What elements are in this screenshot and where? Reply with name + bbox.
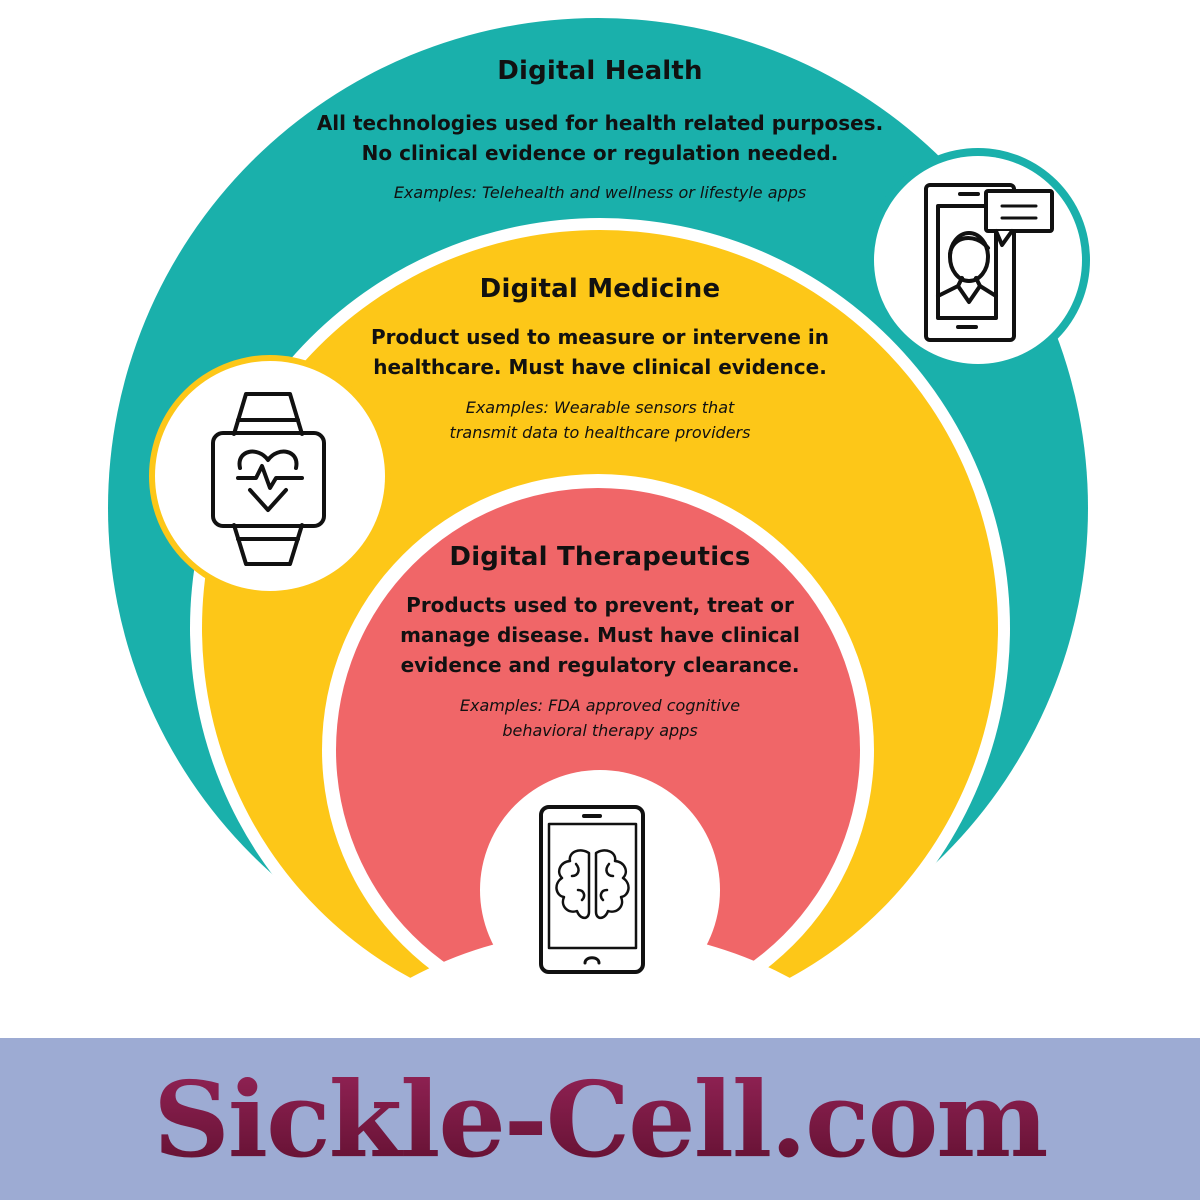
digital-health-description-line-2: No clinical evidence or regulation neede… [361, 141, 839, 165]
digital-medicine-examples-line-2: transmit data to healthcare providers [449, 423, 751, 442]
brand-logo-text: Sickle-Cell.com [153, 1057, 1048, 1181]
smartwatch-heartbeat-icon [211, 392, 326, 566]
digital-therapeutics-description-line-2: manage disease. Must have clinical [400, 623, 800, 647]
digital-therapeutics-circle [336, 488, 860, 1012]
digital-therapeutics-examples-line-2: behavioral therapy apps [502, 721, 698, 740]
digital-medicine-examples-line-1: Examples: Wearable sensors that [465, 398, 735, 417]
smartphone-video-chat-icon [924, 183, 1054, 342]
digital-health-title: Digital Health [497, 56, 703, 86]
circles-graphic [108, 18, 1090, 1026]
digital-therapeutics-title: Digital Therapeutics [449, 542, 751, 572]
digital-medicine-description-line-1: Product used to measure or intervene in [371, 325, 829, 349]
digital-therapeutics-description-line-1: Products used to prevent, treat or [406, 593, 794, 617]
digital-health-examples: Examples: Telehealth and wellness or lif… [393, 183, 807, 202]
digital-medicine-description-line-2: healthcare. Must have clinical evidence. [373, 355, 827, 379]
footer-banner: Sickle-Cell.com [0, 1038, 1200, 1200]
digital-health-description-line-1: All technologies used for health related… [316, 111, 884, 135]
nested-circles-diagram: Digital Health All technologies used for… [108, 18, 1090, 1026]
digital-medicine-title: Digital Medicine [479, 274, 721, 304]
digital-therapeutics-examples-line-1: Examples: FDA approved cognitive [459, 696, 741, 715]
tablet-brain-icon [539, 805, 645, 974]
digital-therapeutics-description-line-3: evidence and regulatory clearance. [400, 653, 800, 677]
